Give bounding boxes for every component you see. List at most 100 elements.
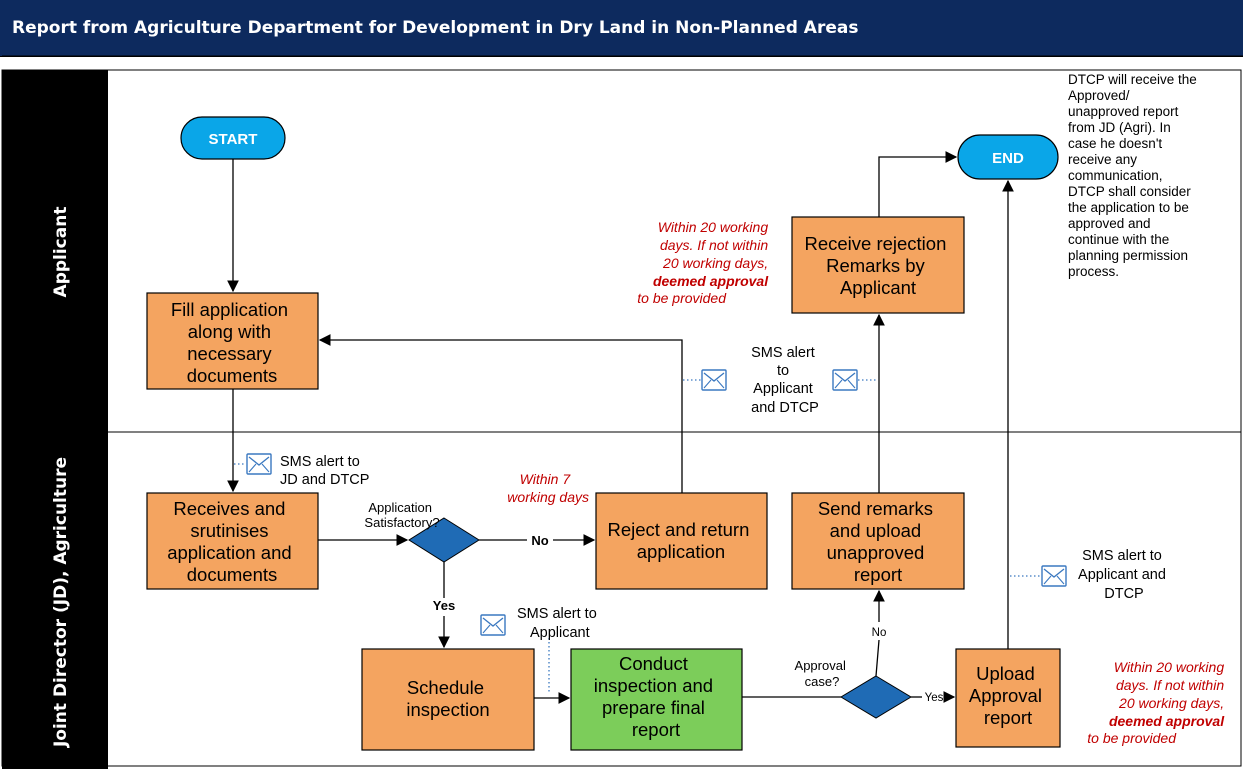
receives-line-3: application and [167, 542, 291, 563]
start-label: START [209, 131, 258, 148]
timeline-bottom-line-4: deemed approval [1109, 713, 1225, 729]
receives-line-2: srutinises [190, 520, 268, 541]
sms-alert-applicant: SMS alert to Applicant [480, 606, 601, 694]
flow-label-yes-1: Yes [433, 598, 455, 613]
decision-approval-line-2: case? [805, 674, 840, 689]
timeline-top-line-2: days. If not within [660, 237, 768, 253]
box-upload-approval: Upload Approval report [955, 648, 1061, 748]
envelope-icon [701, 369, 727, 391]
note-line-13: process. [1068, 264, 1119, 279]
envelope-icon [480, 614, 506, 636]
sms-right-line-2: Applicant and [1078, 567, 1166, 583]
rejection-line-1: Receive rejection [804, 233, 946, 254]
box-send-remarks: Send remarks and upload unapproved repor… [791, 492, 965, 590]
lane-jd-label: Joint Director (JD), Agriculture [51, 457, 71, 748]
sms-alert-jd-dtcp: SMS alert to JD and DTCP [234, 453, 369, 488]
start-terminal: START [180, 116, 286, 160]
reject-line-2: application [637, 541, 725, 562]
fill-line-1: Fill application [171, 299, 288, 320]
upload-line-2: Approval [969, 685, 1042, 706]
svg-text:Conduct inspection and: Conduct inspection and prepare final rep… [594, 653, 718, 740]
svg-text:SMS alert to JD and DTCP: SMS alert to JD and DTCP [280, 454, 369, 488]
timeline-mid-line-2: working days [507, 489, 589, 505]
fill-line-3: necessary [187, 343, 272, 364]
svg-text:Receive rejection Remark: Receive rejection Remarks by Applicant [804, 233, 951, 298]
box-receive-rejection: Receive rejection Remarks by Applicant [791, 216, 965, 314]
timeline-mid-line-1: Within 7 [520, 471, 572, 487]
svg-text:SMS alert to Applicant a: SMS alert to Applicant and DTCP [1078, 548, 1170, 602]
envelope-icon [1041, 565, 1067, 587]
sms-center-line-3: Applicant [753, 381, 813, 397]
box-receives-scrutinises: Receives and srutinises application and … [146, 492, 319, 590]
sms-alert-applicant-dtcp-center: SMS alert to Applicant and DTCP [683, 345, 878, 416]
schedule-line-2: inspection [406, 699, 489, 720]
flow-label-yes-2: Yes [925, 692, 944, 704]
svg-text:SMS alert to Appli: SMS alert to Applicant and DTCP [751, 345, 819, 416]
timeline-top-line-3: 20 working days, [662, 255, 768, 271]
note-line-9: the application to be [1068, 200, 1189, 215]
timeline-top: Within 20 working days. If not within 20… [637, 219, 772, 306]
decision-app-line-1: Application [368, 500, 432, 515]
decision-app-line-2: Satisfactory? [364, 515, 439, 530]
svg-text:Send remarks and upload: Send remarks and upload unapproved repor… [818, 498, 938, 585]
timeline-bottom-line-1: Within 20 working [1114, 659, 1225, 675]
lane-applicant-band [2, 70, 108, 432]
envelope-icon [246, 453, 272, 475]
svg-text:Schedule inspection: Schedule inspection [406, 677, 489, 720]
upload-line-3: report [984, 707, 1032, 728]
page-title: Report from Agriculture Department for D… [12, 18, 859, 38]
svg-text:Reject and return applic: Reject and return application [607, 519, 754, 562]
end-label: END [992, 150, 1024, 167]
lane-applicant-label: Applicant [51, 207, 71, 298]
conduct-line-3: prepare final [602, 697, 705, 718]
receives-line-4: documents [187, 564, 278, 585]
svg-text:Upload Approval re: Upload Approval report [969, 663, 1047, 728]
sms-jd-line-1: SMS alert to [280, 454, 360, 470]
sms-jd-line-2: JD and DTCP [280, 472, 369, 488]
decision-approval-case [840, 675, 912, 719]
sms-app-line-2: Applicant [530, 625, 590, 641]
receives-line-1: Receives and [173, 498, 285, 519]
timeline-top-line-4: deemed approval [653, 273, 769, 289]
flow-label-no-2: No [872, 627, 887, 639]
box-conduct-inspection: Conduct inspection and prepare final rep… [570, 648, 743, 751]
note-line-3: unapproved report [1068, 104, 1179, 119]
note-line-8: DTCP shall consider [1068, 184, 1191, 199]
schedule-line-1: Schedule [407, 677, 484, 698]
fill-line-4: documents [187, 365, 278, 386]
send-line-2: and upload [830, 520, 922, 541]
upload-line-1: Upload [976, 663, 1035, 684]
note-line-10: approved and [1068, 216, 1151, 231]
note-line-12: planning permission [1068, 248, 1188, 263]
svg-text:SMS alert to Applicant: SMS alert to Applicant [517, 606, 601, 641]
reject-line-1: Reject and return [607, 519, 749, 540]
timeline-top-line-5: to be provided [637, 290, 727, 306]
note-line-2: Approved/ [1068, 88, 1130, 103]
timeline-top-line-1: Within 20 working [658, 219, 769, 235]
timeline-bottom-line-2: days. If not within [1116, 677, 1224, 693]
box-schedule-inspection: Schedule inspection [361, 648, 535, 751]
sms-center-line-2: to [777, 363, 789, 379]
svg-text:Receives and srutinises: Receives and srutinises application and … [167, 498, 297, 585]
send-line-1: Send remarks [818, 498, 933, 519]
svg-text:Fill application along w: Fill application along with necessary do… [171, 299, 293, 386]
sms-center-line-4: and DTCP [751, 400, 819, 416]
fill-line-2: along with [188, 321, 271, 342]
envelope-icon [832, 369, 858, 391]
rejection-line-2: Remarks by [826, 255, 925, 276]
box-fill-application: Fill application along with necessary do… [146, 292, 319, 390]
note-line-1: DTCP will receive the [1068, 72, 1197, 87]
timeline-bottom-line-5: to be provided [1087, 730, 1177, 746]
timeline-bottom: Within 20 working days. If not within 20… [1087, 659, 1228, 746]
sms-center-line-1: SMS alert [751, 345, 815, 361]
dtcp-note: DTCP will receive the Approved/ unapprov… [1068, 72, 1201, 279]
note-line-6: receive any [1068, 152, 1137, 167]
flow-label-no-1: No [531, 533, 548, 548]
timeline-mid: Within 7 working days [507, 471, 589, 505]
send-line-3: unapproved [827, 542, 925, 563]
sms-right-line-3: DTCP [1104, 586, 1143, 602]
sms-app-line-1: SMS alert to [517, 606, 597, 622]
note-line-5: case he doesn't [1068, 136, 1162, 151]
decision-approval-line-1: Approval [795, 658, 846, 673]
